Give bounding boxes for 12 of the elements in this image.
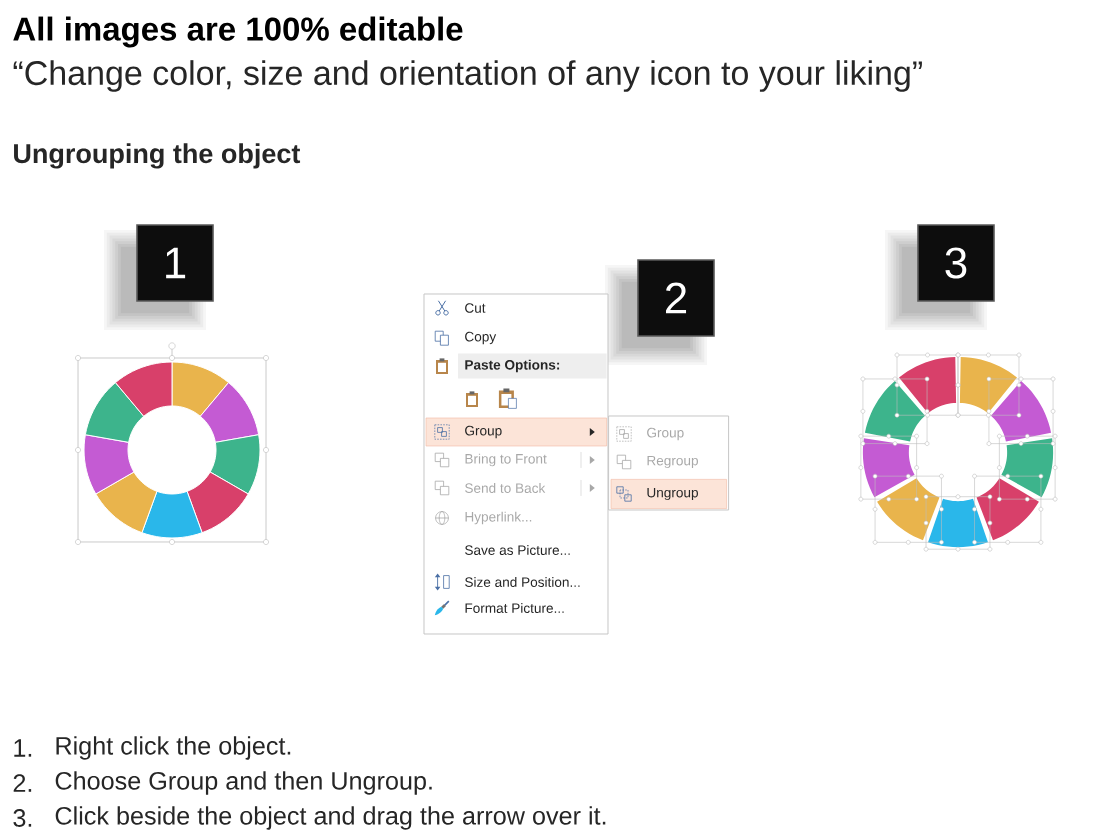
list-item: Right click the object. (56, 736, 291, 760)
section-heading: Ungrouping the object (14, 143, 301, 169)
list-item: Click beside the object and drag the arrow over it. (55, 806, 606, 830)
number-badge: 1 (104, 224, 214, 330)
title: All images are 100% editable (13, 16, 463, 48)
list-number: 3. (13, 809, 32, 827)
list-number: 1. (14, 739, 32, 757)
subtitle: “Change color, size and orientation of any icon to your liking” (13, 60, 922, 92)
list-item: Choose Group and then Ungroup. (55, 771, 432, 795)
list-number: 2. (13, 774, 32, 792)
number-badge: 3 (885, 224, 995, 330)
number-badge: 2 (605, 259, 715, 365)
